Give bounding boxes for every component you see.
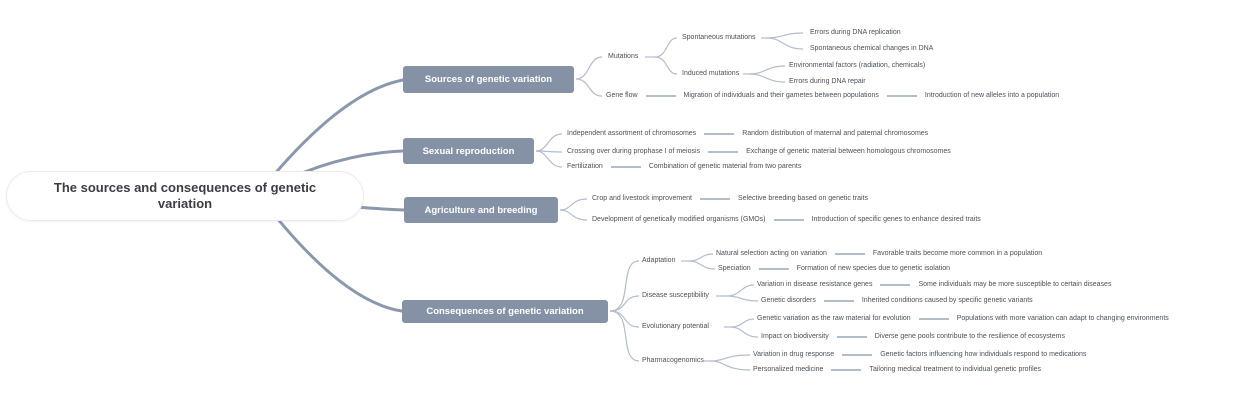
node-selective-breeding[interactable]: Selective breeding based on genetic trai… bbox=[738, 195, 868, 202]
node-row: Errors during DNA repair bbox=[789, 77, 866, 87]
link-dash bbox=[918, 318, 949, 320]
node-specific-genes[interactable]: Introduction of specific genes to enhanc… bbox=[811, 216, 981, 223]
node-independent-assortment[interactable]: Independent assortment of chromosomes bbox=[567, 130, 697, 137]
node-errors-dna-repair[interactable]: Errors during DNA repair bbox=[789, 78, 866, 85]
link-dash bbox=[708, 151, 739, 153]
link-dash bbox=[773, 219, 804, 221]
node-gmo-development[interactable]: Development of genetically modified orga… bbox=[592, 216, 766, 223]
node-new-alleles[interactable]: Introduction of new alleles into a popul… bbox=[924, 92, 1060, 99]
link-dash bbox=[842, 354, 873, 356]
node-row: Personalized medicine Tailoring medical … bbox=[753, 365, 1041, 375]
node-combination-genetic-material[interactable]: Combination of genetic material from two… bbox=[648, 163, 802, 170]
node-row: Crop and livestock improvement Selective… bbox=[592, 194, 868, 204]
branch-node-consequences[interactable]: Consequences of genetic variation bbox=[402, 300, 608, 323]
link-dash bbox=[880, 284, 911, 286]
node-evolutionary-potential[interactable]: Evolutionary potential bbox=[642, 323, 709, 330]
link-dash bbox=[758, 268, 789, 270]
node-crop-livestock[interactable]: Crop and livestock improvement bbox=[592, 195, 692, 202]
node-exchange-genetic-material[interactable]: Exchange of genetic material between hom… bbox=[746, 148, 951, 155]
node-row: Fertilization Combination of genetic mat… bbox=[567, 162, 801, 172]
node-susceptible-individuals[interactable]: Some individuals may be more susceptible… bbox=[918, 281, 1112, 288]
node-row: Impact on biodiversity Diverse gene pool… bbox=[761, 332, 1065, 342]
node-genetic-disorders[interactable]: Genetic disorders bbox=[761, 297, 816, 304]
link-dash bbox=[834, 253, 865, 255]
node-row: Natural selection acting on variation Fa… bbox=[716, 249, 1042, 259]
link-dash bbox=[645, 95, 676, 97]
node-genetic-factors-medications[interactable]: Genetic factors influencing how individu… bbox=[880, 351, 1087, 358]
node-spontaneous-chemical-changes[interactable]: Spontaneous chemical changes in DNA bbox=[810, 45, 934, 52]
node-induced-mutations[interactable]: Induced mutations bbox=[682, 70, 740, 77]
node-row: Genetic variation as the raw material fo… bbox=[757, 314, 1169, 324]
node-new-species[interactable]: Formation of new species due to genetic … bbox=[796, 265, 951, 272]
root-node[interactable]: The sources and consequences of genetic … bbox=[6, 171, 364, 221]
link-dash bbox=[704, 133, 735, 135]
link-dash bbox=[700, 198, 730, 200]
node-random-distribution[interactable]: Random distribution of maternal and pate… bbox=[742, 130, 929, 137]
node-favorable-traits[interactable]: Favorable traits become more common in a… bbox=[872, 250, 1043, 257]
node-migration[interactable]: Migration of individuals and their gamet… bbox=[683, 92, 879, 99]
node-row: Environmental factors (radiation, chemic… bbox=[789, 61, 925, 71]
node-row: Speciation Formation of new species due … bbox=[718, 264, 950, 274]
node-disease-susceptibility[interactable]: Disease susceptibility bbox=[642, 292, 709, 299]
node-gene-flow[interactable]: Gene flow bbox=[606, 92, 638, 99]
node-spontaneous-mutations[interactable]: Spontaneous mutations bbox=[682, 34, 756, 41]
node-row: Errors during DNA replication bbox=[810, 28, 901, 38]
link-dash bbox=[836, 336, 867, 338]
node-crossing-over[interactable]: Crossing over during prophase I of meios… bbox=[567, 148, 701, 155]
branch-node-agriculture[interactable]: Agriculture and breeding bbox=[404, 197, 558, 223]
node-drug-response[interactable]: Variation in drug response bbox=[753, 351, 835, 358]
node-fertilization[interactable]: Fertilization bbox=[567, 163, 603, 170]
node-row: Variation in drug response Genetic facto… bbox=[753, 350, 1086, 360]
node-row: Genetic disorders Inherited conditions c… bbox=[761, 296, 1033, 306]
node-adaptation[interactable]: Adaptation bbox=[642, 257, 676, 264]
node-gene-pools-resilience[interactable]: Diverse gene pools contribute to the res… bbox=[874, 333, 1065, 340]
sub-links bbox=[535, 32, 804, 371]
link-dash bbox=[831, 369, 862, 371]
branch-node-sexual-reproduction[interactable]: Sexual reproduction bbox=[403, 138, 534, 164]
node-row: Gene flow Migration of individuals and t… bbox=[606, 91, 1059, 101]
node-adapt-environments[interactable]: Populations with more variation can adap… bbox=[956, 315, 1169, 322]
link-dash bbox=[610, 166, 641, 168]
node-environmental-factors[interactable]: Environmental factors (radiation, chemic… bbox=[789, 62, 926, 69]
node-disease-resistance-genes[interactable]: Variation in disease resistance genes bbox=[757, 281, 873, 288]
node-row: Variation in disease resistance genes So… bbox=[757, 280, 1111, 290]
node-tailoring-treatment[interactable]: Tailoring medical treatment to individua… bbox=[869, 366, 1042, 373]
branch-node-sources[interactable]: Sources of genetic variation bbox=[403, 66, 574, 93]
node-row: Independent assortment of chromosomes Ra… bbox=[567, 129, 928, 139]
node-raw-material-evolution[interactable]: Genetic variation as the raw material fo… bbox=[757, 315, 911, 322]
link-dash bbox=[886, 95, 917, 97]
node-row: Crossing over during prophase I of meios… bbox=[567, 147, 951, 157]
node-impact-biodiversity[interactable]: Impact on biodiversity bbox=[761, 333, 829, 340]
node-natural-selection[interactable]: Natural selection acting on variation bbox=[716, 250, 827, 257]
node-inherited-conditions[interactable]: Inherited conditions caused by specific … bbox=[861, 297, 1033, 304]
link-dash bbox=[823, 300, 854, 302]
node-errors-dna-replication[interactable]: Errors during DNA replication bbox=[810, 29, 901, 36]
node-mutations[interactable]: Mutations bbox=[608, 53, 639, 60]
node-speciation[interactable]: Speciation bbox=[718, 265, 751, 272]
node-row: Development of genetically modified orga… bbox=[592, 215, 981, 225]
node-pharmacogenomics[interactable]: Pharmacogenomics bbox=[642, 357, 704, 364]
node-personalized-medicine[interactable]: Personalized medicine bbox=[753, 366, 824, 373]
node-row: Spontaneous chemical changes in DNA bbox=[810, 44, 933, 54]
